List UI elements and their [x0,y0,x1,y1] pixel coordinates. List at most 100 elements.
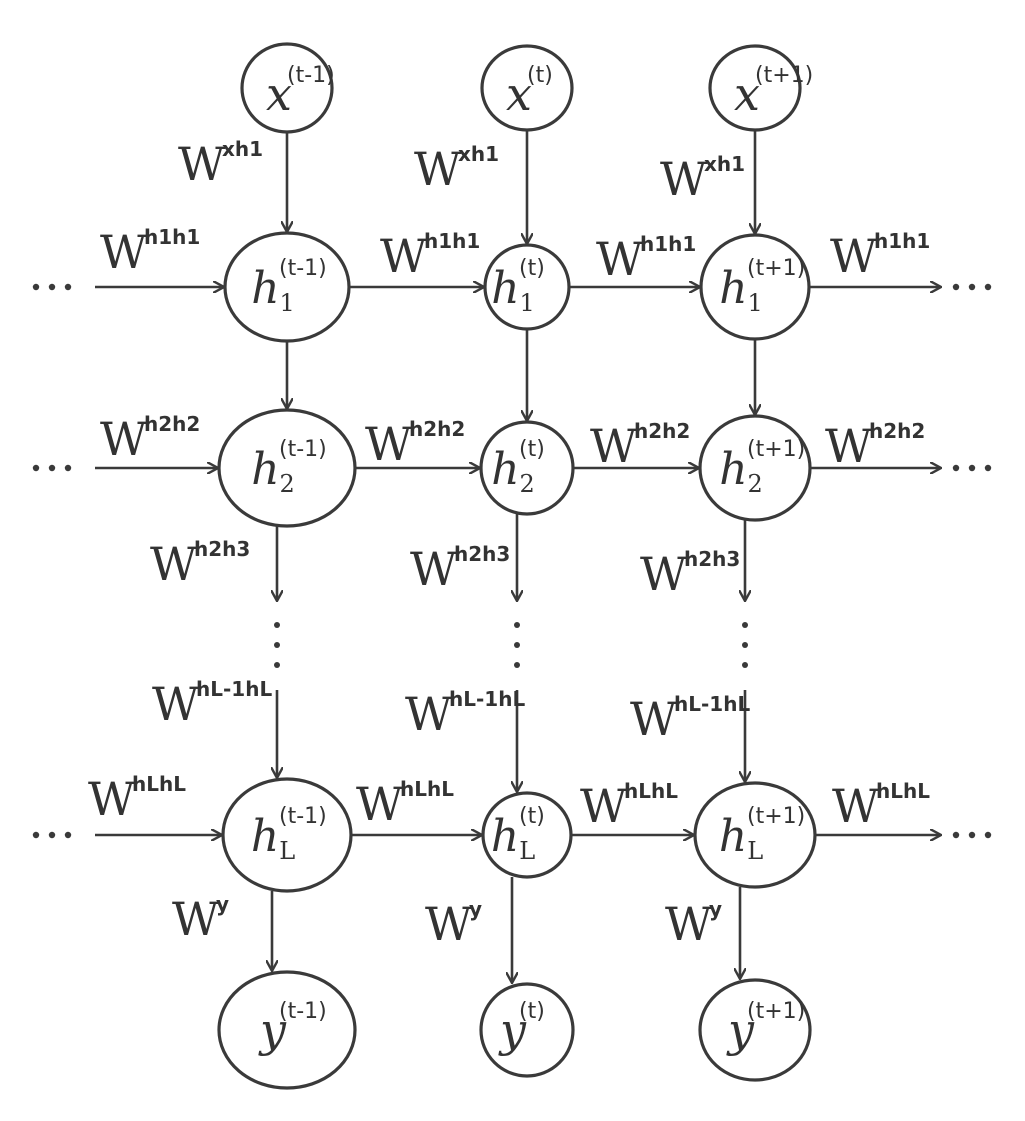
weight-y-curr: Wy [425,897,482,951]
nodes-layer: x(t-1)x(t)x(t+1)h1(t-1)h1(t)h1(t+1)h2(t-… [217,42,817,1090]
weight-superscript: hLhL [624,779,678,803]
weight-symbol: W [410,542,458,596]
vertical-ellipsis-curr [514,622,520,668]
node-time-label: (t+1) [747,437,805,462]
node-time-label: (t+1) [747,999,805,1024]
weight-symbol: W [380,229,428,283]
weight-symbol: W [665,897,713,951]
weight-superscript: xh1 [704,152,745,176]
node-symbol: x [266,67,292,121]
weight-symbol: W [152,677,200,731]
weight-symbol: W [356,777,404,831]
weight-superscript: y [709,897,722,921]
weight-superscript: xh1 [458,142,499,166]
horizontal-ellipsis-right-h1 [952,283,992,291]
node-subscript: 1 [520,289,535,317]
node-symbol: x [506,67,532,121]
horizontal-ellipsis-left-h1 [32,283,72,291]
node-subscript: L [279,837,295,865]
weight-symbol: W [596,232,644,286]
edges-layer [32,130,992,982]
node-time-label: (t-1) [279,437,327,462]
node-symbol: y [258,1003,287,1057]
weight-symbol: W [830,229,878,283]
node-subscript: L [519,837,535,865]
weight-superscript: hLhL [132,772,186,796]
weight-superscript: hLhL [400,777,454,801]
weight-y-next: Wy [665,897,722,951]
node-y-next: y(t+1) [698,978,812,1082]
horizontal-ellipsis-left-h2 [32,464,72,472]
weight-symbol: W [88,772,136,826]
weight-superscript: h1h1 [424,229,480,253]
weight-symbol: W [832,779,880,833]
horizontal-ellipsis-left-hL [32,831,72,839]
vertical-ellipsis-prev [274,622,280,668]
weight-superscript: h2h2 [144,412,200,436]
horizontal-ellipsis-right-hL [952,831,992,839]
weight-superscript: h2h3 [454,542,510,566]
weight-symbol: W [178,137,226,191]
weight-y-prev: Wy [172,892,229,946]
weight-superscript: h2h2 [869,419,925,443]
node-subscript: L [747,837,763,865]
node-h1-prev: h1(t-1) [223,231,351,343]
weight-symbol: W [630,692,678,746]
weight-superscript: h2h3 [194,537,250,561]
weight-superscript: y [216,892,229,916]
weight-superscript: h1h1 [874,229,930,253]
weight-superscript: hL-1hL [196,677,272,701]
weight-superscript: h1h1 [640,232,696,256]
weight-superscript: h2h3 [684,547,740,571]
horizontal-ellipsis-right-h2 [952,464,992,472]
weight-superscript: h2h2 [409,417,465,441]
node-symbol: y [498,1003,527,1057]
weight-symbol: W [100,412,148,466]
weight-symbol: W [640,547,688,601]
node-time-label: (t-1) [279,999,327,1024]
node-time-label: (t-1) [287,63,335,88]
node-hL-next: hL(t+1) [693,781,817,889]
node-h1-next: h1(t+1) [699,233,811,341]
weight-symbol: W [660,152,708,206]
weight-symbol: W [825,419,873,473]
weight-superscript: y [469,897,482,921]
node-time-label: (t+1) [747,804,805,829]
weight-symbol: W [580,779,628,833]
node-y-prev: y(t-1) [217,970,357,1090]
node-time-label: (t+1) [747,256,805,281]
node-x-prev: x(t-1) [240,42,335,134]
weight-symbol: W [365,417,413,471]
node-hL-prev: hL(t-1) [221,777,353,893]
node-subscript: 2 [520,470,535,498]
node-subscript: 1 [748,289,763,317]
weight-symbol: W [405,687,453,741]
node-time-label: (t) [519,256,545,281]
node-h1-curr: h1(t) [483,243,571,331]
weight-symbol: W [100,225,148,279]
node-subscript: 2 [748,470,763,498]
weight-symbol: W [172,892,220,946]
node-subscript: 2 [280,470,295,498]
weight-superscript: h1h1 [144,225,200,249]
node-x-next: x(t+1) [708,44,813,132]
weight-symbol: W [150,537,198,591]
weight-symbol: W [425,897,473,951]
